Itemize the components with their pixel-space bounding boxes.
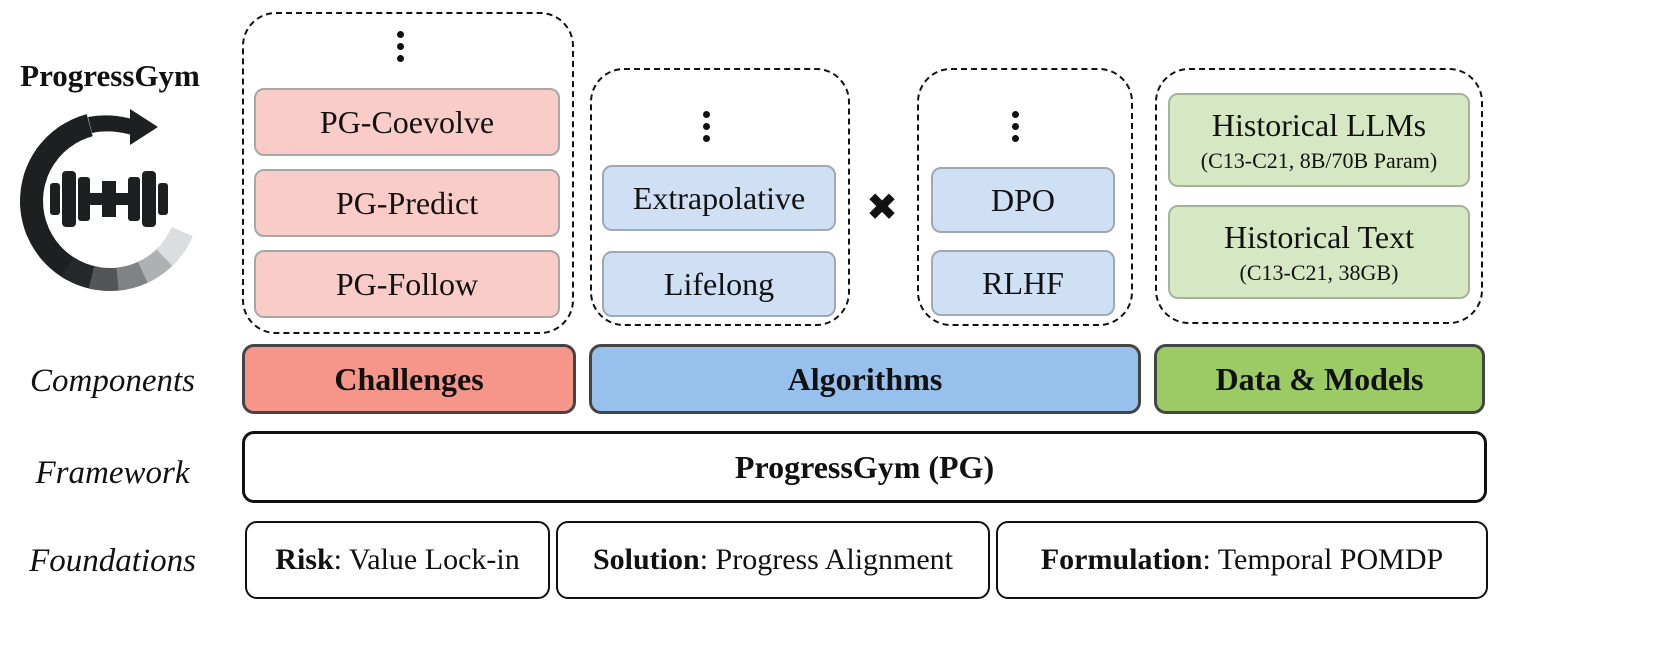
component-algorithms: Algorithms: [589, 344, 1141, 414]
arrow-head-icon: [130, 109, 158, 145]
foundation-risk: Risk: Value Lock-in: [245, 521, 550, 599]
data-item-llms: Historical LLMs (C13-C21, 8B/70B Param): [1168, 93, 1470, 187]
logo-title: ProgressGym: [20, 58, 200, 93]
data-item-text: Historical Text (C13-C21, 38GB): [1168, 205, 1470, 299]
paradigm-item: Extrapolative: [602, 165, 836, 231]
dumbbell-icon: [50, 171, 168, 227]
progress-segment: [156, 227, 193, 266]
challenges-group: [242, 12, 574, 334]
challenge-item: PG-Follow: [254, 250, 560, 318]
component-challenges: Challenges: [242, 344, 576, 414]
row-label-components: Components: [30, 362, 195, 399]
foundation-value: : Progress Alignment: [699, 543, 954, 576]
data-item-detail: (C13-C21, 38GB): [1239, 259, 1399, 285]
foundation-key: Risk: [275, 543, 334, 576]
method-item: RLHF: [931, 250, 1115, 316]
challenge-item: PG-Predict: [254, 169, 560, 237]
data-item-title: Historical Text: [1223, 218, 1414, 255]
foundation-formulation: Formulation: Temporal POMDP: [996, 521, 1488, 599]
progress-segment: [20, 170, 47, 207]
arrow-tail: [88, 115, 132, 135]
progress-segment: [61, 257, 99, 290]
dumbbell-progress-icon: [18, 105, 203, 295]
method-item: DPO: [931, 167, 1115, 233]
times-icon: ✖: [866, 185, 898, 229]
framework-box: ProgressGym (PG): [242, 431, 1487, 503]
progress-ring: [20, 114, 193, 291]
data-models-group: [1155, 68, 1483, 324]
challenge-item: PG-Coevolve: [254, 88, 560, 156]
component-data-models: Data & Models: [1154, 344, 1485, 414]
foundation-value: : Value Lock-in: [333, 543, 520, 576]
row-label-framework: Framework: [35, 454, 190, 491]
foundation-value: : Temporal POMDP: [1202, 543, 1444, 576]
methods-group: [917, 68, 1133, 326]
data-item-title: Historical LLMs: [1211, 106, 1427, 143]
data-item-detail: (C13-C21, 8B/70B Param): [1200, 147, 1438, 173]
paradigms-group: [590, 68, 850, 326]
ellipsis-icon: [397, 31, 404, 62]
progress-segment: [88, 266, 125, 291]
foundation-solution: Solution: Progress Alignment: [556, 521, 990, 599]
row-label-foundations: Foundations: [29, 542, 196, 579]
foundation-key: Solution: [592, 543, 700, 576]
logo-graphic: [20, 109, 193, 291]
ellipsis-icon: [1012, 111, 1019, 142]
paradigm-item: Lifelong: [602, 251, 836, 317]
foundation-key: Formulation: [1040, 543, 1203, 576]
ellipsis-icon: [703, 111, 710, 142]
